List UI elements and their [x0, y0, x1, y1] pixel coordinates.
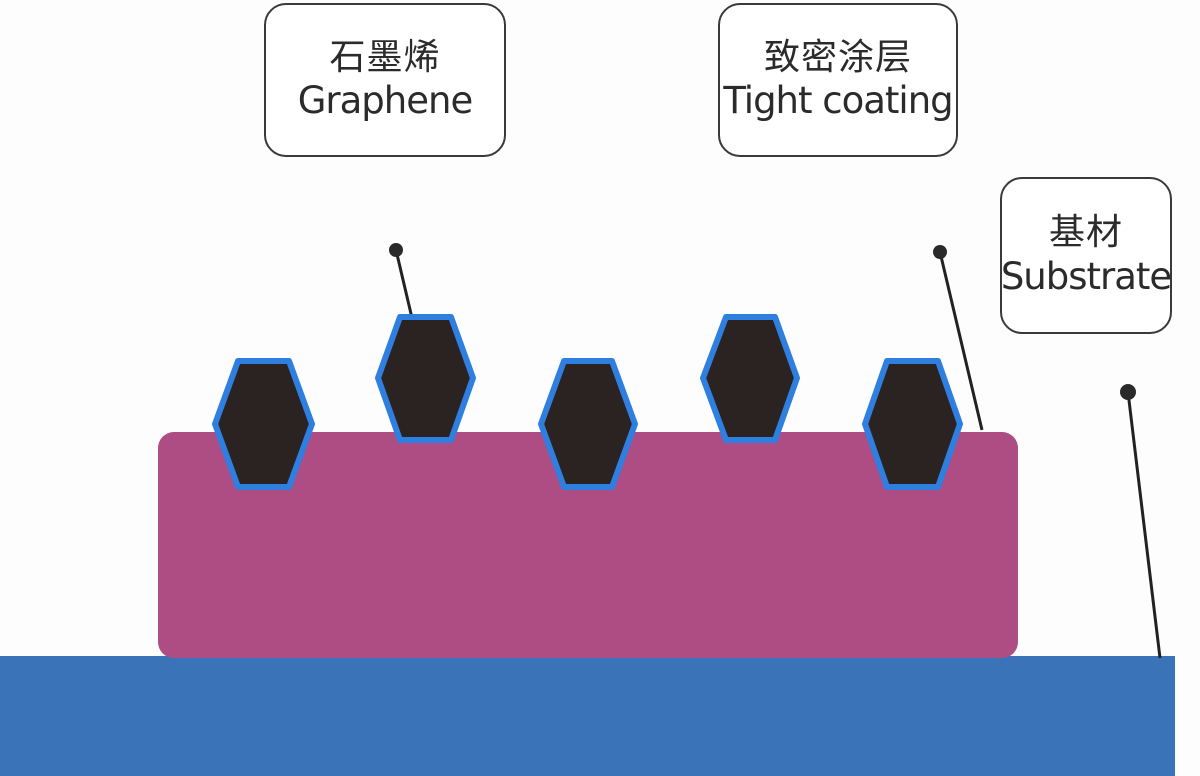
graphene-leader-dot — [389, 243, 403, 257]
graphene-particle — [375, 314, 476, 443]
graphene-particle — [862, 358, 963, 490]
tight-coating-label-en: Tight coating — [723, 79, 953, 123]
coating-leader-dot — [933, 245, 947, 259]
graphene-leader-line — [394, 249, 414, 319]
graphene-label: 石墨烯 Graphene — [264, 3, 506, 157]
substrate-layer — [0, 656, 1175, 776]
graphene-particle — [212, 358, 315, 490]
graphene-particle — [538, 358, 638, 490]
substrate-leader-dot — [1120, 384, 1136, 400]
tight-coating-label: 致密涂层 Tight coating — [718, 3, 958, 157]
substrate-label-en: Substrate — [1000, 254, 1172, 298]
graphene-particle — [700, 314, 800, 443]
graphene-label-zh: 石墨烯 — [329, 36, 441, 78]
tight-coating-label-zh: 致密涂层 — [763, 36, 912, 78]
substrate-label: 基材 Substrate — [1000, 177, 1172, 334]
substrate-leader-line — [1126, 391, 1162, 659]
coating-leader-line — [938, 251, 984, 431]
substrate-label-zh: 基材 — [1048, 212, 1123, 254]
graphene-label-en: Graphene — [297, 79, 473, 123]
